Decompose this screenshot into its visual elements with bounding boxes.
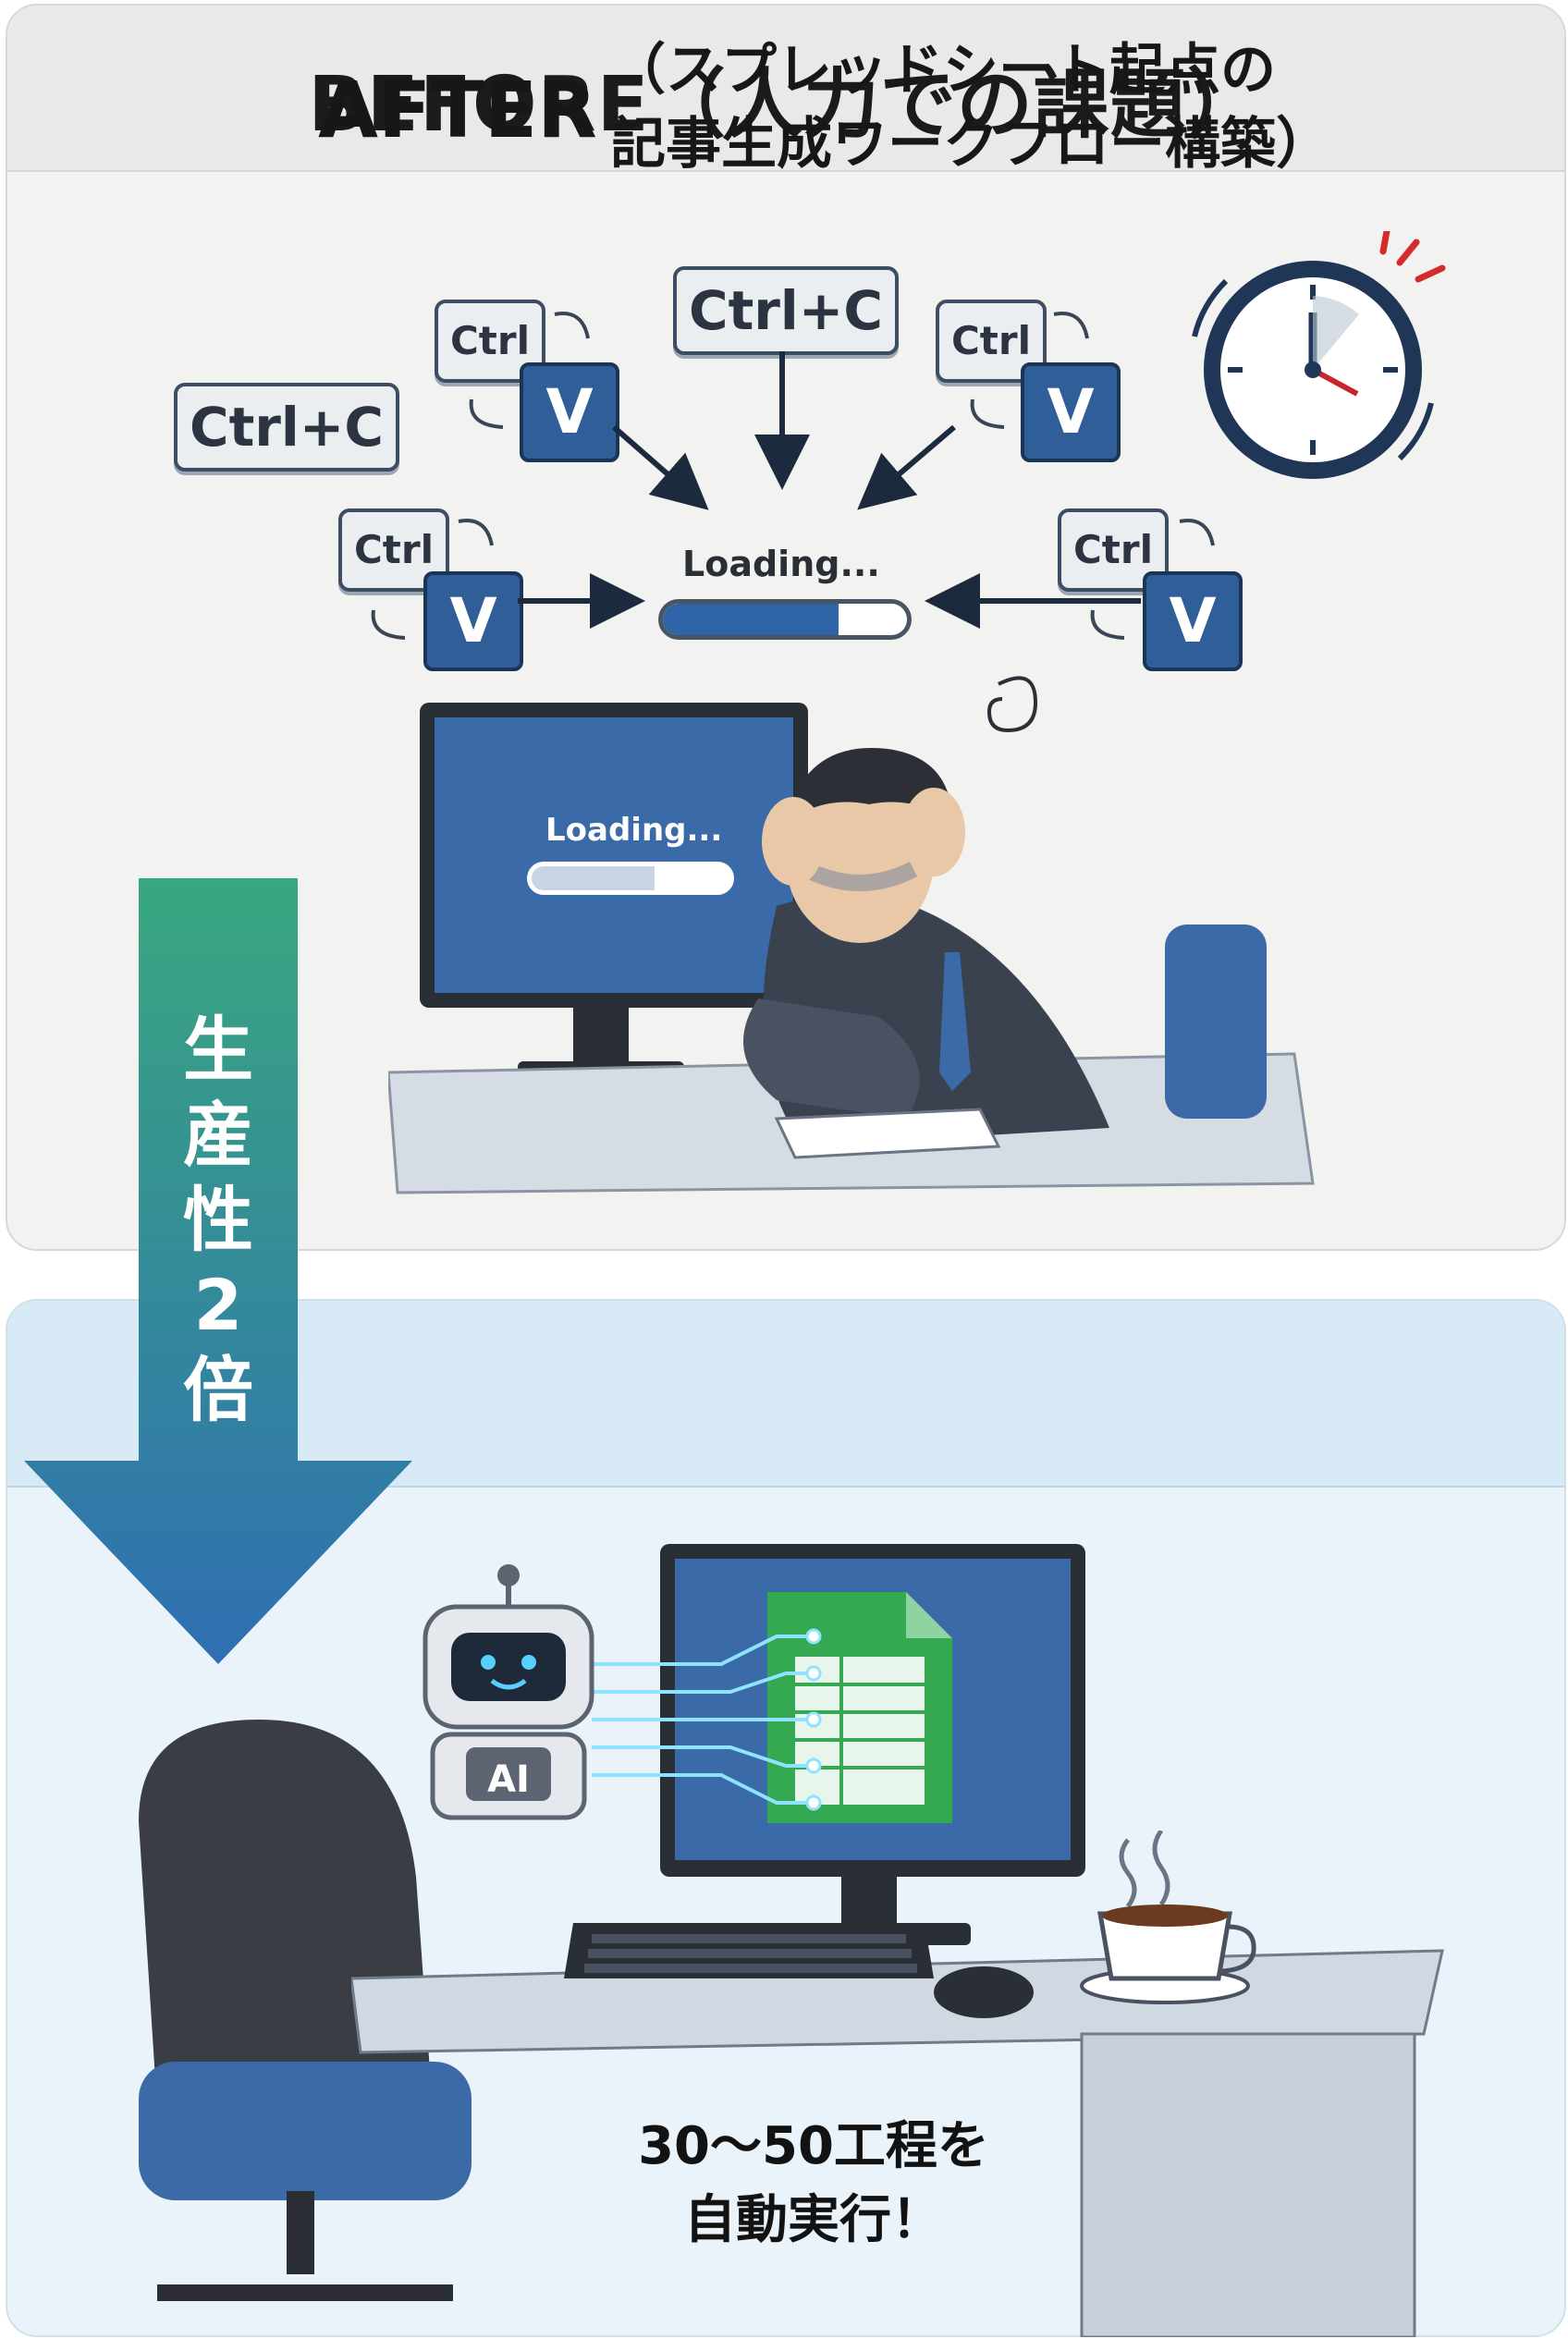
before-title: BEFORE（人力での課題）: [308, 61, 1264, 149]
v-key-1: V: [520, 362, 619, 462]
v-key-3: V: [423, 571, 523, 671]
screen-progress-bar: [527, 862, 734, 895]
before-header: [7, 6, 1564, 172]
clock-icon: [1192, 231, 1446, 479]
data-connection-lines: [592, 1628, 822, 1811]
mouse-icon: [934, 1966, 1034, 2018]
loading-label: Loading...: [682, 544, 880, 584]
swap-icons: [371, 312, 1215, 640]
ctrl-c-key-top: Ctrl+C: [673, 266, 899, 355]
stressed-worker: [388, 676, 1315, 1194]
office-chair-icon: [139, 1720, 472, 2301]
after-subtitle: （スプレッドシート起点の 記事生成ワークフロー構築）: [610, 38, 1331, 177]
coffee-cup-icon: [1080, 1831, 1256, 2004]
keyboard-icon: [564, 1923, 934, 1978]
after-title: AFTER: [318, 65, 597, 155]
ctrl-c-key-left: Ctrl+C: [174, 383, 399, 471]
shortcut-arrows: [371, 312, 1215, 640]
v-key-2: V: [1021, 362, 1121, 462]
productivity-label: 生 産 性 2 倍: [183, 1009, 253, 1431]
screen-progress-fill: [532, 866, 655, 890]
automation-caption: 30〜50工程を 自動実行！: [638, 2116, 989, 2250]
loading-progress-fill: [663, 604, 839, 635]
robot-icon: [423, 1564, 594, 1820]
ctrl-key-1: Ctrl: [435, 300, 545, 383]
robot-badge: AI: [487, 1758, 530, 1801]
loading-progress-bar: [658, 599, 912, 640]
v-key-4: V: [1143, 571, 1243, 671]
screen-loading-label: Loading...: [545, 812, 723, 849]
